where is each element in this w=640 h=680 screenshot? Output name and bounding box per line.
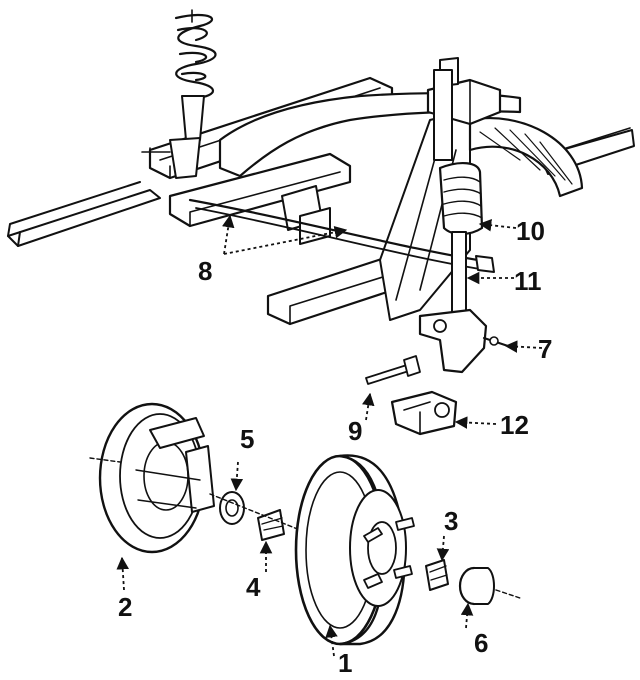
shock-mount-left [141,137,201,179]
coil-spring-left [174,9,217,141]
wheel-bearing-outer-left [219,491,245,525]
shock-rod [451,231,467,317]
brake-backing-plate [89,402,215,554]
callout-leaders [116,214,543,657]
callout-7: 7 [538,334,552,364]
callout-12: 12 [500,410,529,440]
mounting-bolt [365,355,421,385]
callout-6: 6 [474,628,488,658]
callout-1: 1 [338,648,352,678]
wheel-house-fender [468,117,584,198]
callout-5: 5 [240,424,254,454]
wheel-bearing-outer-right [425,559,449,591]
inner-bearing-cone [257,509,285,541]
callout-3: 3 [444,506,458,536]
axle-shock-bracket [418,308,488,374]
callout-2: 2 [118,592,132,622]
frame-rail-right [266,109,471,326]
callout-10: 10 [516,216,545,246]
callout-8: 8 [198,256,212,286]
grease-cap [458,566,521,606]
axle-stud [483,336,509,347]
callout-11: 11 [514,266,542,296]
callout-4: 4 [246,572,261,602]
brake-drum [294,454,415,646]
drum-to-bearing-axis [209,493,301,531]
shock-absorber-right [433,69,453,161]
callout-9: 9 [348,416,362,446]
shock-lower-bracket [390,390,458,436]
shock-dust-boot [438,162,484,236]
frame-rail-left [7,181,161,247]
